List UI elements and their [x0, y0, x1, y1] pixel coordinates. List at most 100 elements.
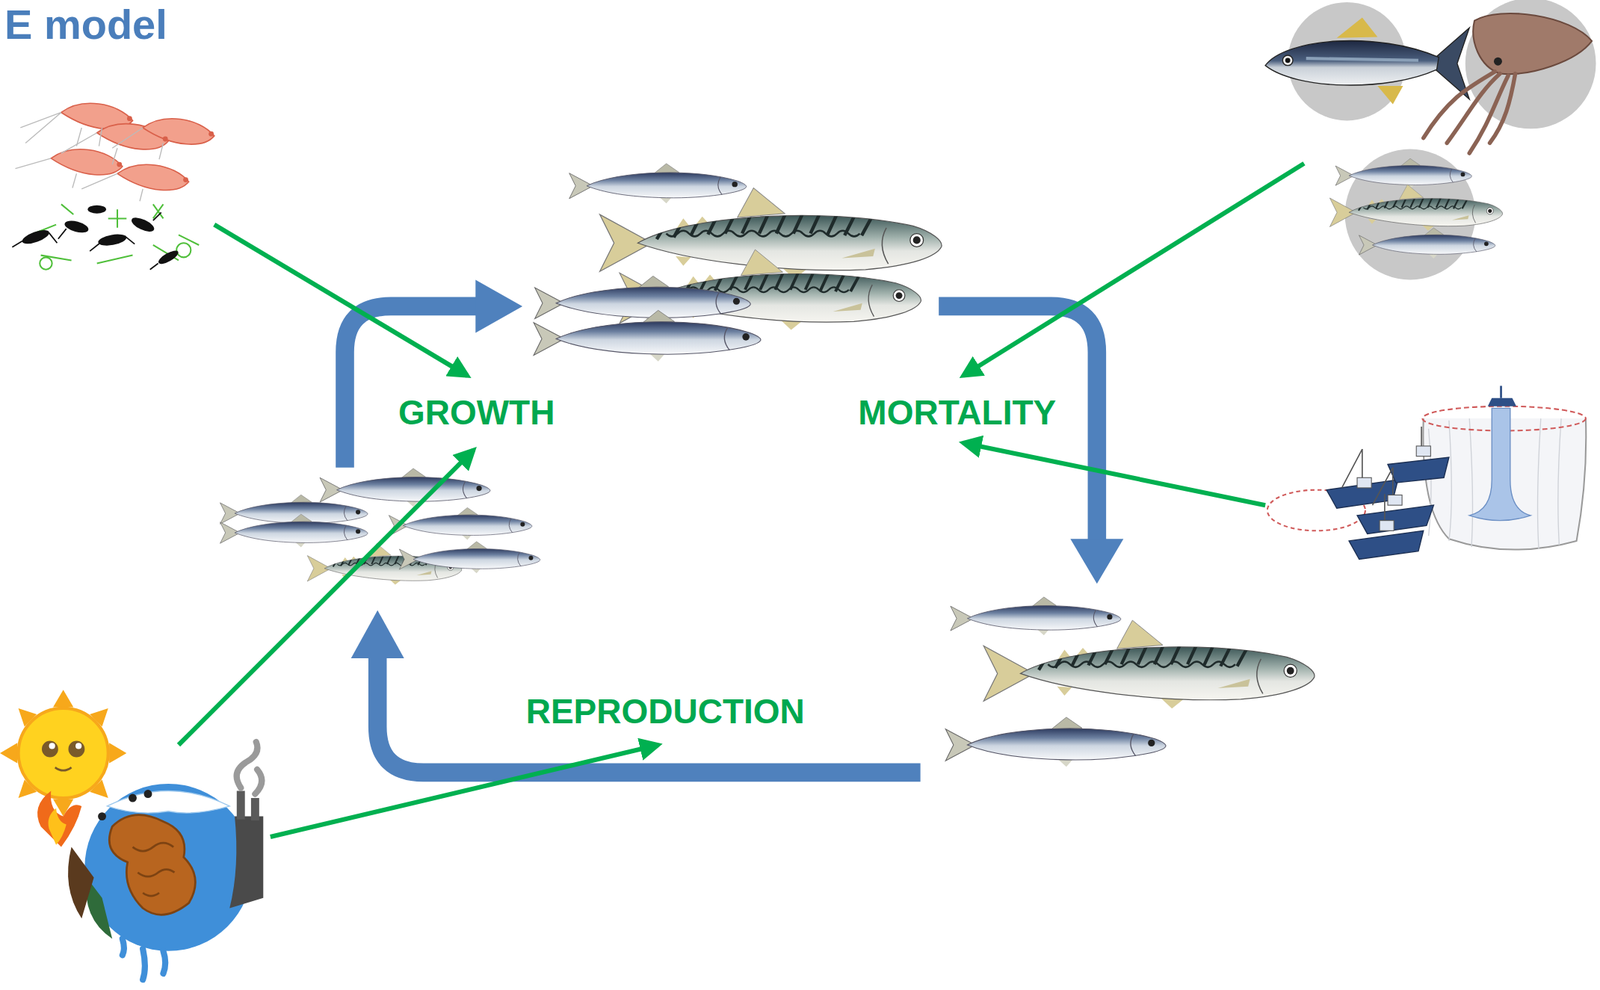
environment-icon-part-part — [18, 708, 109, 799]
influence-arrow-part — [963, 163, 1305, 376]
adult-fish-part — [569, 163, 747, 204]
influence-arrow-part — [963, 443, 1266, 506]
spawner-fish — [945, 597, 1315, 767]
influence-arrow-part — [178, 449, 474, 746]
environment-icon-part-part — [55, 767, 72, 771]
plankton-icon-part-part — [129, 215, 156, 235]
plankton-icon-part-part — [183, 177, 189, 183]
plankton-icon-part-part — [63, 218, 90, 236]
environment-icon-part-part — [0, 689, 127, 817]
environment-icon-part — [251, 798, 260, 821]
spawner-fish-part — [983, 620, 1315, 709]
juvenile-fish-part — [319, 468, 491, 507]
influence-arrow — [178, 163, 1305, 837]
predator-icon-part — [1423, 13, 1592, 154]
fishery-icon-part-part — [1416, 446, 1431, 457]
fishery-icon-part-part — [1387, 495, 1402, 506]
fishery-icon-part-part — [1379, 520, 1394, 532]
environment-icon-part — [236, 742, 263, 795]
adult-fish-part — [533, 310, 761, 361]
cycle-arrow-part — [377, 653, 920, 773]
fishery-icon-part — [1487, 398, 1517, 407]
environment-icon-part — [97, 789, 152, 821]
juvenile-fish-part — [399, 541, 540, 574]
juvenile-fish-part — [220, 514, 368, 548]
juvenile-fish — [220, 468, 541, 586]
fishery-icon-part — [1499, 385, 1503, 398]
fishery-icon-part-part — [1348, 530, 1424, 559]
plankton-icon-part — [116, 115, 214, 183]
predator-icon-part — [1358, 227, 1495, 259]
predator-icon-part — [1265, 17, 1470, 104]
plankton-icon-part-part — [176, 242, 191, 258]
environment-icon-part — [84, 783, 252, 952]
environment-icon — [0, 689, 264, 980]
predator-icon-part-part — [1493, 57, 1503, 66]
adult-fish — [533, 163, 942, 362]
environment-icon-part — [236, 790, 246, 820]
predator-icon-part-part — [1306, 58, 1419, 61]
plankton-icon-part — [11, 212, 161, 270]
plankton-icon-part-part — [208, 131, 214, 137]
plankton-icon-part-part — [142, 118, 215, 145]
plankton-icon-part-part — [14, 112, 143, 189]
environment-icon-part — [48, 808, 67, 846]
fishery-icon — [1267, 385, 1586, 559]
plankton-icon-part-part — [87, 205, 107, 214]
plankton-icon-part-part — [156, 248, 181, 267]
fishery-icon-part-part — [1387, 457, 1450, 483]
plankton-icon-part — [30, 204, 199, 270]
environment-icon-part-part — [128, 794, 137, 803]
environment-icon-part-part — [68, 741, 85, 758]
predator-icon-part-part — [1265, 41, 1439, 86]
cycle-arrowhead — [351, 279, 1124, 659]
plankton-icon-part-part — [116, 162, 122, 168]
process-label: GROWTH — [398, 393, 556, 432]
plankton-icon-part-part — [117, 164, 190, 190]
environment-icon-part-part — [75, 742, 82, 749]
fishery-icon-part — [1326, 457, 1450, 560]
environment-icon-part-part — [97, 812, 107, 821]
environment-icon-part-part — [144, 789, 153, 799]
plankton-icon-part-part — [11, 212, 161, 270]
plankton-icon-part — [14, 112, 163, 202]
plankton-icon-part-part — [97, 232, 128, 248]
environment-icon-part — [109, 815, 196, 916]
fishery-icon-part-part — [1342, 449, 1393, 506]
fishery-icon-part-part — [1357, 477, 1372, 488]
plankton-icon — [11, 103, 214, 270]
environment-icon-part-part — [49, 742, 56, 749]
environment-icon-part — [0, 689, 127, 817]
fishery-icon-part — [1469, 408, 1531, 521]
predator-icon — [1265, 0, 1596, 280]
influence-arrow-part — [214, 224, 468, 376]
spawner-fish-part — [945, 717, 1166, 767]
environment-icon-part — [106, 790, 230, 814]
process-label: REPRODUCTION — [526, 692, 805, 731]
predator-icon-part-part — [1472, 13, 1592, 74]
plankton-icon-part-part — [162, 136, 169, 142]
plankton-icon-part-part — [39, 257, 52, 270]
influence-arrow-part — [270, 745, 659, 837]
predator-icon-part-part — [1282, 55, 1293, 66]
cycle-arrow-part — [345, 306, 483, 468]
environment-icon-part — [133, 842, 175, 897]
predator-icon-part-part — [1285, 57, 1291, 63]
environment-icon-part — [229, 816, 264, 909]
adult-fish-part — [535, 275, 752, 325]
predator-icon-part — [1465, 0, 1597, 129]
plankton-icon-part-part — [20, 227, 51, 247]
fishery-icon-part — [1357, 446, 1431, 531]
plankton-icon-part-part — [72, 127, 164, 202]
environment-icon-part — [68, 847, 95, 920]
fishery-icon-part-part — [1357, 505, 1434, 534]
predator-icon-part-part — [1423, 71, 1516, 154]
diagram-title: E model — [4, 1, 168, 48]
cycle-arrowhead-part — [1070, 538, 1124, 584]
fishery-icon-part-part — [1362, 426, 1422, 521]
plankton-icon-part — [20, 205, 181, 267]
plankton-icon-part-part — [127, 115, 133, 122]
environment-icon-part — [122, 938, 166, 980]
